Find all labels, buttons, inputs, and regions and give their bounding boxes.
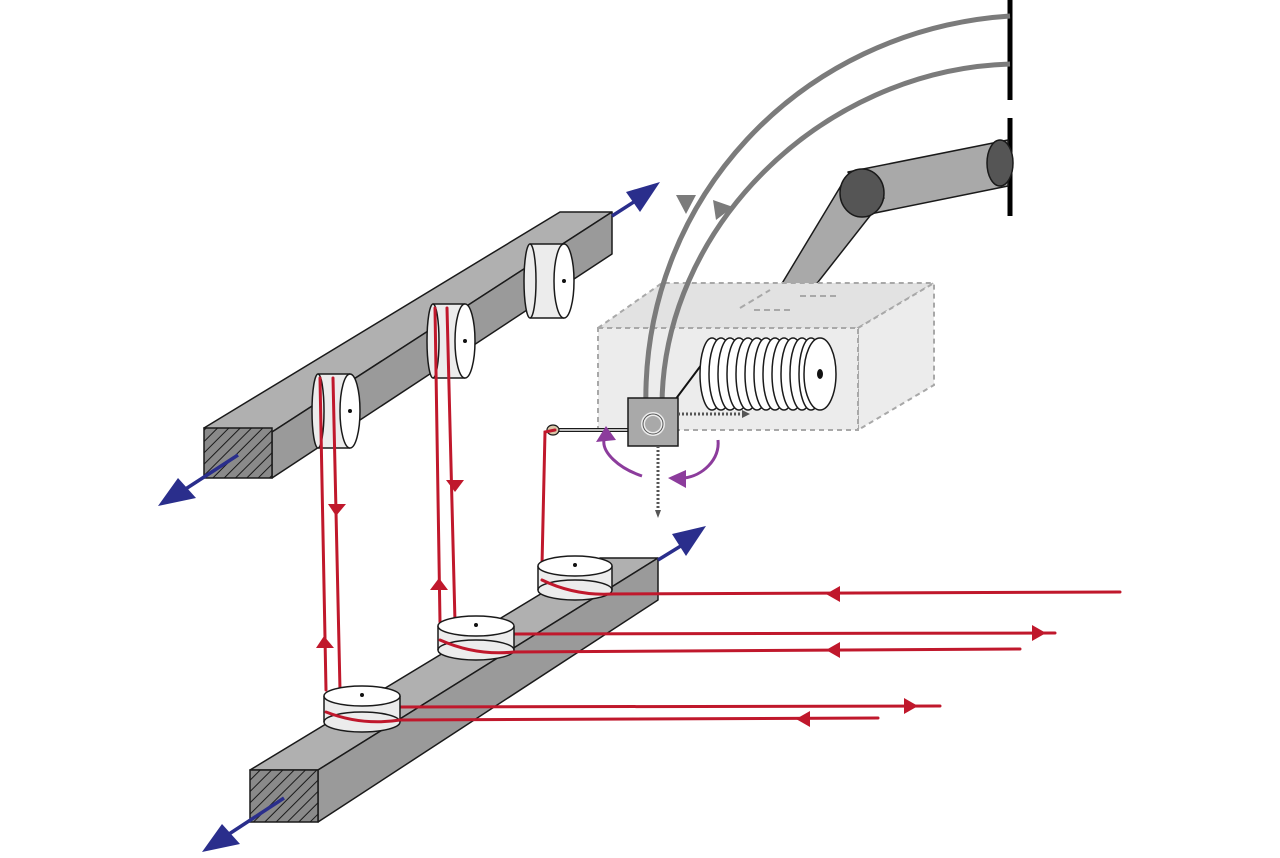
rope-arrow-right-2 [1032,625,1046,641]
upper-pulley-3 [523,243,575,319]
rope-arrow-down-2 [446,480,464,492]
wire-coil [659,337,837,421]
rope-run-3 [540,428,557,567]
rope-arrow-up-1 [316,636,334,648]
arm-wall-joint [986,139,1014,187]
rope-arrow-left-2 [826,642,840,658]
rope-horizontal-2b [510,647,1022,654]
rope-horizontal-3a [396,704,942,709]
arm-joint [839,168,885,218]
lower-pulley-3 [537,555,614,601]
rope-arrow-right-3 [904,698,918,714]
rope [316,306,1122,727]
tube-arrow-2 [713,200,733,220]
rope-run-2-up [433,306,442,624]
lower-beam-arrow-right [672,526,706,556]
rope-horizontal-2a [510,631,1057,636]
lower-pulley-1 [323,685,402,733]
feed-tubes [643,13,1011,411]
lower-pulley-2 [437,615,516,661]
rotating-head [546,397,750,447]
rope-arrow-up-2 [430,578,448,590]
lower-beam-arrow-left [202,824,240,852]
rope-arrow-left-3 [796,711,810,727]
upper-beam-arrow-left [158,478,196,506]
rope-arrow-down-1 [328,504,346,516]
rotation-arrows [596,426,720,488]
support-arm [771,139,1014,306]
tube-arrow-1 [676,195,696,214]
rope-run-2-down [445,306,457,624]
rotation-arrow-head-left [596,426,616,442]
rope-arrow-left-1 [826,586,840,602]
rope-horizontal-1 [598,590,1122,596]
upper-beam-arrow-right [626,182,660,212]
translation-arrows [158,182,706,852]
rotation-arrow-head-right [668,470,686,488]
needle [655,446,661,518]
rope-run-1-down [331,376,342,692]
